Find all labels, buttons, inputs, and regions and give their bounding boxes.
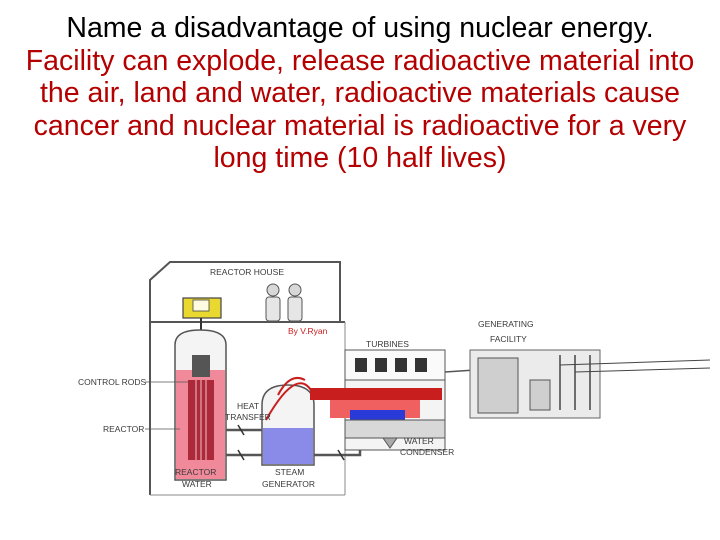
label-control-rods: CONTROL RODS xyxy=(78,377,146,387)
reactor-vessel xyxy=(174,329,227,481)
question-text: Name a disadvantage of using nuclear ene… xyxy=(66,12,654,44)
label-steam-1: STEAM xyxy=(275,467,304,477)
label-heat-2: TRANSFER xyxy=(225,412,271,422)
label-generating-1: GENERATING xyxy=(478,319,534,329)
answer-text: Facility can explode, release radioactiv… xyxy=(25,44,695,175)
generating-facility xyxy=(469,349,711,419)
label-water-2: CONDENSER xyxy=(400,447,454,457)
steam-generator xyxy=(261,376,316,466)
label-reactor-water-1: REACTOR xyxy=(175,467,216,477)
label-water-1: WATER xyxy=(404,436,434,446)
label-turbines: TURBINES xyxy=(366,339,409,349)
worker-figures xyxy=(265,283,303,322)
label-generating-2: FACILITY xyxy=(490,334,527,344)
label-reactor: REACTOR xyxy=(103,424,144,434)
label-heat-1: HEAT xyxy=(237,401,259,411)
label-reactor-water-2: WATER xyxy=(182,479,212,489)
label-credit: By V.Ryan xyxy=(288,326,328,336)
slide-text: Name a disadvantage of using nuclear ene… xyxy=(20,12,700,232)
label-steam-2: GENERATOR xyxy=(262,479,315,489)
label-reactor-house: REACTOR HOUSE xyxy=(210,267,284,277)
turbine-hall xyxy=(310,349,446,451)
